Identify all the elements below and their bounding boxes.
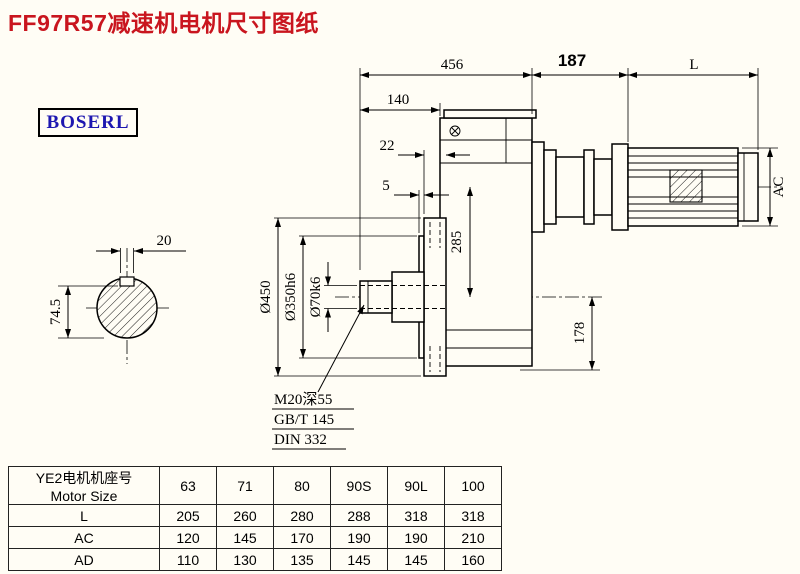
keyway-notch	[119, 276, 135, 287]
dim-center-height-285: 285	[449, 187, 473, 297]
table-header-90s: 90S	[330, 466, 388, 505]
shaft-section-view	[96, 276, 158, 339]
row-label: AD	[8, 548, 160, 571]
table-header-63: 63	[159, 466, 217, 505]
svg-text:74.5: 74.5	[48, 299, 64, 325]
housing-top-cap	[443, 109, 537, 119]
dim-140: 140	[360, 92, 441, 116]
dim-length-L: L	[628, 57, 759, 150]
table-row-ac: AC 120 145 170 190 190 210	[8, 526, 502, 549]
dim-spigot-diameter: Ø350h6	[283, 235, 417, 359]
svg-text:140: 140	[387, 92, 410, 108]
svg-text:22: 22	[380, 138, 395, 154]
dim-keyway-width: 20	[96, 233, 186, 273]
svg-text:187: 187	[558, 51, 586, 70]
page-title: FF97R57减速机电机尺寸图纸	[8, 10, 319, 36]
svg-text:456: 456	[441, 57, 464, 73]
motor-flange	[611, 143, 629, 231]
table-header-80: 80	[273, 466, 331, 505]
table-header-71: 71	[216, 466, 274, 505]
note-standard-din: DIN 332	[274, 432, 327, 448]
svg-text:AC: AC	[771, 177, 787, 198]
eyebolt-icon	[449, 125, 461, 137]
dim-length-187: 187	[532, 51, 629, 142]
row-label: AC	[8, 526, 160, 549]
dim-22: 22	[380, 138, 470, 214]
svg-text:5: 5	[382, 178, 390, 194]
brand-logo: BOSERL	[38, 108, 138, 137]
table-header-100: 100	[444, 466, 502, 505]
terminal-box	[669, 169, 703, 203]
svg-text:178: 178	[572, 322, 588, 345]
thread-notes: M20深55 GB/T 145 DIN 332	[272, 304, 365, 450]
svg-text:L: L	[689, 57, 698, 73]
svg-text:285: 285	[449, 231, 465, 254]
note-standard-gb: GB/T 145	[274, 412, 334, 428]
table-header-motor-size: YE2电机机座号 Motor Size	[8, 466, 160, 505]
svg-text:Ø70k6: Ø70k6	[308, 276, 324, 317]
note-tap: M20深55	[274, 391, 332, 408]
dim-motor-ac: AC	[742, 147, 787, 227]
table-row-l: L 205 260 280 288 318 318	[8, 504, 502, 527]
table-row-ad: AD 110 130 135 145 145 160	[8, 548, 502, 571]
gearbox-housing	[439, 109, 537, 367]
dim-shaft-diameter: Ø70k6	[308, 262, 357, 332]
row-label: L	[8, 504, 160, 527]
table-header-row: YE2电机机座号 Motor Size 63 71 80 90S 90L 100	[8, 466, 502, 505]
dim-flange-diameter: Ø450	[258, 217, 421, 377]
motor	[611, 143, 759, 231]
dim-key-height: 74.5	[48, 285, 118, 339]
fan-cowl	[737, 152, 759, 222]
table-header-90l: 90L	[387, 466, 445, 505]
dim-base-height-178: 178	[520, 297, 600, 371]
svg-text:Ø450: Ø450	[258, 280, 274, 313]
svg-text:Ø350h6: Ø350h6	[283, 272, 299, 321]
output-hub	[359, 271, 446, 323]
svg-text:20: 20	[157, 233, 172, 249]
input-adapter	[531, 141, 613, 233]
dim-5: 5	[382, 178, 449, 233]
motor-size-table: YE2电机机座号 Motor Size 63 71 80 90S 90L 100…	[8, 466, 502, 571]
